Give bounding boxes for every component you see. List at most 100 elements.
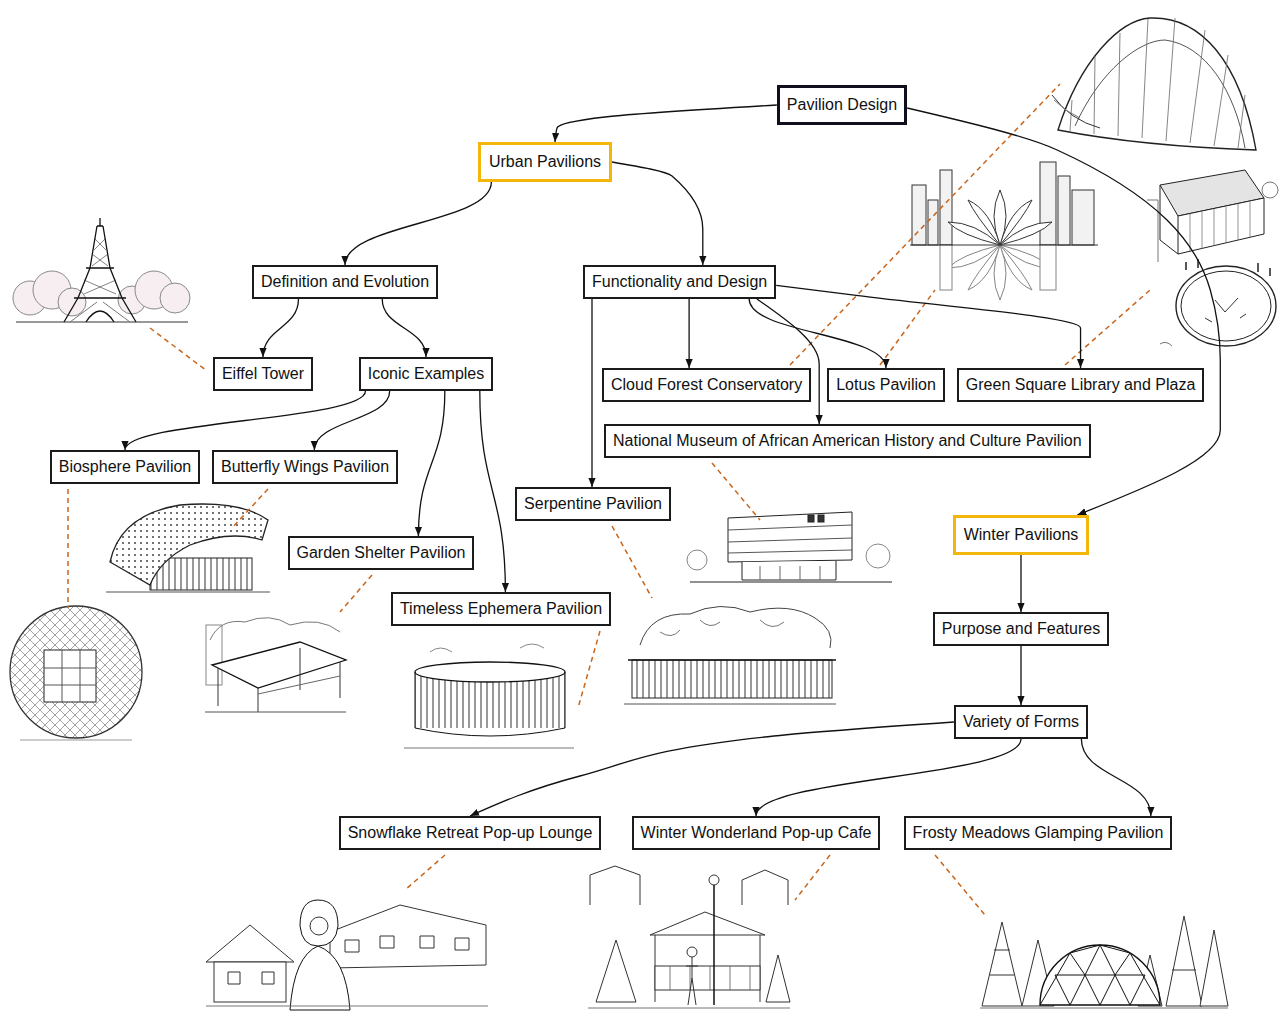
garden-shelter-sketch xyxy=(218,648,340,712)
shell-pavilion-sketch xyxy=(1054,100,1080,118)
winter-wonderland-sketch xyxy=(713,878,715,1005)
lotus-pavilion-sketch xyxy=(910,162,1098,300)
timeless-ephemera-sketch xyxy=(404,644,574,748)
topic-box: Serpentine Pavilion xyxy=(515,487,671,521)
winter-wonderland-sketch xyxy=(655,935,760,1002)
lotus-reflection xyxy=(1040,245,1056,290)
root-box: Pavilion Design xyxy=(777,85,907,125)
timeless-ephemera-sketch xyxy=(415,662,565,682)
biosphere-sketch xyxy=(10,606,142,738)
green-square-sketch xyxy=(1181,271,1271,341)
leader-line xyxy=(232,489,268,528)
winter-wonderland-sketch xyxy=(742,870,788,905)
category-box: Winter Pavilions xyxy=(953,515,1090,555)
african-american-museum-sketch xyxy=(808,515,814,522)
connector-arrow xyxy=(480,391,506,592)
connector-arrow xyxy=(591,299,592,487)
shell-pavilion-sketch xyxy=(1052,18,1256,150)
leader-line xyxy=(790,84,1060,365)
leader-line xyxy=(578,631,600,708)
frosty-meadows-sketch xyxy=(1166,916,1202,1006)
topic-box: Lotus Pavilion xyxy=(827,368,945,402)
connector-arrow xyxy=(757,299,819,424)
connector-arrow xyxy=(1020,646,1021,705)
timeless-ephemera-sketch xyxy=(415,728,565,736)
leader-line xyxy=(935,855,985,915)
box-label: Functionality and Design xyxy=(592,272,767,292)
box-label: Iconic Examples xyxy=(368,364,485,384)
frosty-meadows-sketch xyxy=(980,916,1228,1008)
snowflake-retreat-sketch xyxy=(300,900,338,946)
winter-wonderland-sketch xyxy=(655,966,760,990)
green-square-sketch xyxy=(1176,266,1276,346)
box-label: Purpose and Features xyxy=(942,619,1100,639)
green-square-sketch xyxy=(1190,202,1250,252)
shell-pavilion-sketch xyxy=(1052,95,1100,128)
connector-arrow xyxy=(125,391,365,450)
leader-line xyxy=(612,526,652,598)
box-label: Butterfly Wings Pavilion xyxy=(221,457,389,477)
winter-wonderland-sketch xyxy=(709,875,719,885)
winter-wonderland-sketch xyxy=(650,912,765,935)
connector-arrow xyxy=(1081,739,1151,816)
lotus-reflection xyxy=(940,245,1056,300)
leader-line xyxy=(68,84,1150,915)
serpentine-pavilion-sketch xyxy=(632,660,832,698)
eiffel-sketch xyxy=(16,322,188,323)
butterfly-wings-sketch xyxy=(106,504,270,592)
garden-shelter-sketch xyxy=(205,712,346,713)
snowflake-retreat-sketch xyxy=(206,925,294,962)
winter-wonderland-sketch xyxy=(596,940,636,1002)
snowflake-retreat-sketch xyxy=(206,900,488,1010)
winter-wonderland-sketch xyxy=(687,947,697,957)
lotus-reflection xyxy=(940,245,952,290)
eiffel-sketch xyxy=(64,218,136,322)
box-label: Timeless Ephemera Pavilion xyxy=(400,599,602,619)
box-label: Cloud Forest Conservatory xyxy=(611,375,802,395)
box-label: Winter Wonderland Pop-up Cafe xyxy=(641,823,872,843)
green-square-sketch xyxy=(1147,170,1278,346)
box-label: Eiffel Tower xyxy=(222,364,304,384)
box-label: Pavilion Design xyxy=(787,95,897,115)
snowflake-retreat-sketch xyxy=(228,972,274,984)
winter-wonderland-sketch xyxy=(588,1008,790,1009)
butterfly-wings-sketch xyxy=(110,504,268,585)
leader-line xyxy=(712,463,760,520)
connector-arrow xyxy=(345,182,491,265)
african-american-museum-sketch xyxy=(742,561,836,580)
box-label: Green Square Library and Plaza xyxy=(966,375,1195,395)
lotus-pavilion-sketch xyxy=(928,200,938,245)
lotus-flower xyxy=(948,190,1052,245)
box-label: Lotus Pavilion xyxy=(836,375,936,395)
snowflake-retreat-sketch xyxy=(290,946,350,1010)
biosphere-sketch xyxy=(44,650,96,702)
shell-pavilion-sketch xyxy=(1075,40,1245,148)
connector-arrow xyxy=(1020,555,1021,612)
box-label: Garden Shelter Pavilion xyxy=(297,543,466,563)
snowflake-retreat-sketch xyxy=(345,936,469,952)
box-label: Frosty Meadows Glamping Pavilion xyxy=(913,823,1164,843)
green-square-sketch xyxy=(1147,200,1158,262)
african-american-museum-sketch xyxy=(866,544,890,568)
green-square-sketch xyxy=(1178,198,1264,254)
topic-box: Variety of Forms xyxy=(954,705,1088,739)
leader-line xyxy=(795,855,830,900)
topic-box: Winter Wonderland Pop-up Cafe xyxy=(632,816,881,850)
box-label: Snowflake Retreat Pop-up Lounge xyxy=(348,823,593,843)
topic-box: Biosphere Pavilion xyxy=(50,450,201,484)
eiffel-sketch xyxy=(70,302,130,322)
green-square-sketch xyxy=(1160,342,1172,346)
connector-arrow xyxy=(756,739,1021,816)
timeless-ephemera-sketch xyxy=(404,748,574,749)
eiffel-sketch xyxy=(160,283,190,313)
garden-shelter-sketch xyxy=(206,625,222,685)
topic-box: Cloud Forest Conservatory xyxy=(602,368,811,402)
winter-wonderland-sketch xyxy=(766,955,790,1002)
lotus-pavilion-sketch xyxy=(912,185,926,245)
lotus-reflection xyxy=(994,245,1006,300)
topic-box: Timeless Ephemera Pavilion xyxy=(391,592,611,626)
connector-arrow xyxy=(688,299,689,368)
green-square-sketch xyxy=(1160,185,1178,254)
box-label: Urban Pavilions xyxy=(489,152,601,172)
connector-arrow xyxy=(470,722,954,816)
